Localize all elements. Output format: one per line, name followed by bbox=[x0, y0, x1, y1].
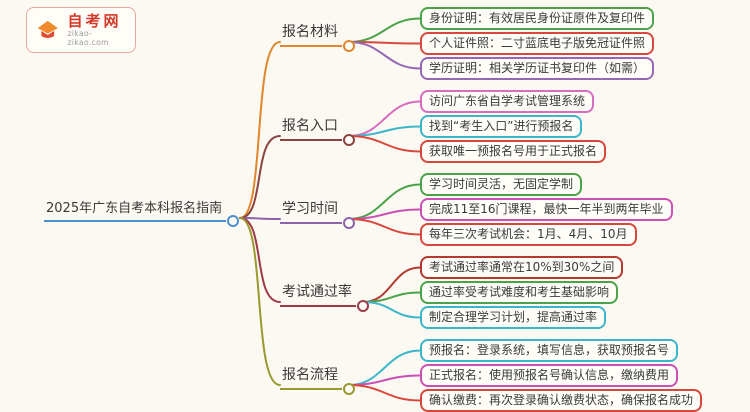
connector-branch3-leaf2 bbox=[348, 208, 421, 220]
logo-text: 自考网 zikao-zikao.com bbox=[67, 11, 128, 48]
leaf-node-pass-rate-1[interactable]: 考试通过率通常在10%到30%之间 bbox=[420, 256, 624, 279]
leaf-node-pass-rate-3[interactable]: 制定合理学习计划，提高通过率 bbox=[420, 306, 607, 329]
branch-label: 学习时间 bbox=[282, 201, 338, 217]
leaf-node-study-time-1[interactable]: 学习时间灵活，无固定学制 bbox=[420, 173, 583, 196]
connector-branch1-leaf3 bbox=[348, 41, 421, 70]
leaf-node-entry-1[interactable]: 访问广东省自学考试管理系统 bbox=[420, 90, 595, 113]
branch-node-process[interactable]: 报名流程 bbox=[280, 364, 355, 395]
root-node[interactable]: 2025年广东自考本科报名指南 bbox=[44, 197, 240, 227]
leaf-node-study-time-3[interactable]: 每年三次考试机会：1月、4月、10月 bbox=[420, 223, 637, 246]
leaf-node-entry-2[interactable]: 找到“考生入口”进行预报名 bbox=[420, 115, 583, 138]
connector-branch3-leaf3 bbox=[348, 218, 421, 236]
branch-node-pass-rate[interactable]: 考试通过率 bbox=[280, 281, 369, 312]
logo-title: 自考网 bbox=[67, 11, 122, 30]
branch-node-dot[interactable] bbox=[343, 217, 355, 229]
connector-branch2-leaf2 bbox=[348, 125, 421, 137]
branch-label: 报名入口 bbox=[282, 118, 338, 134]
connector-root-branch3 bbox=[239, 217, 281, 220]
logo-domain: zikao-zikao.com bbox=[67, 29, 109, 47]
connector-branch1-leaf1 bbox=[348, 17, 421, 43]
leaf-node-process-3[interactable]: 确认缴费：再次登录确认缴费状态，确保报名成功 bbox=[420, 389, 703, 412]
branch-label: 报名流程 bbox=[282, 367, 338, 383]
connector-branch1-leaf2 bbox=[348, 41, 421, 45]
leaf-node-pass-rate-2[interactable]: 通过率受考试难度和考生基础影响 bbox=[420, 281, 619, 304]
site-logo[interactable]: 自考网 zikao-zikao.com bbox=[26, 7, 136, 53]
connector-root-branch2 bbox=[239, 135, 281, 219]
connector-root-branch5 bbox=[239, 217, 281, 386]
leaf-node-materials-3[interactable]: 学历证明：相关学历证书复印件（如需） bbox=[420, 57, 655, 80]
branch-node-dot[interactable] bbox=[343, 40, 355, 52]
branch-node-dot[interactable] bbox=[343, 383, 355, 395]
branch-label: 报名材料 bbox=[282, 24, 338, 40]
connector-branch5-leaf2 bbox=[348, 374, 421, 386]
connector-root-branch4 bbox=[239, 217, 281, 303]
connector-branch2-leaf3 bbox=[348, 135, 421, 153]
branch-node-study-time[interactable]: 学习时间 bbox=[280, 198, 355, 229]
connector-branch3-leaf1 bbox=[348, 183, 421, 220]
leaf-node-materials-1[interactable]: 身份证明：有效居民身份证原件及复印件 bbox=[420, 7, 655, 30]
branch-label: 考试通过率 bbox=[282, 284, 352, 300]
logo-icon bbox=[37, 20, 58, 39]
branch-node-entry[interactable]: 报名入口 bbox=[280, 115, 355, 146]
root-node-dot[interactable] bbox=[227, 215, 240, 227]
connector-branch4-leaf2 bbox=[362, 291, 421, 303]
connector-branch5-leaf3 bbox=[348, 384, 421, 402]
connector-branch4-leaf1 bbox=[362, 266, 421, 303]
connector-branch2-leaf1 bbox=[348, 100, 421, 137]
branch-node-dot[interactable] bbox=[343, 134, 355, 146]
leaf-node-materials-2[interactable]: 个人证件照：二寸蓝底电子版免冠证件照 bbox=[420, 32, 655, 55]
leaf-node-process-1[interactable]: 预报名：登录系统，填写信息，获取预报名号 bbox=[420, 339, 679, 362]
connector-root-branch1 bbox=[239, 41, 281, 219]
branch-node-dot[interactable] bbox=[357, 300, 369, 312]
connector-branch4-leaf3 bbox=[362, 301, 421, 319]
leaf-node-entry-3[interactable]: 获取唯一预报名号用于正式报名 bbox=[420, 140, 607, 163]
root-label: 2025年广东自考本科报名指南 bbox=[46, 201, 223, 216]
branch-node-materials[interactable]: 报名材料 bbox=[280, 21, 355, 52]
leaf-node-process-2[interactable]: 正式报名：使用预报名号确认信息，缴纳费用 bbox=[420, 364, 679, 387]
connector-branch5-leaf1 bbox=[348, 349, 421, 386]
leaf-node-study-time-2[interactable]: 完成11至16门课程，最快一年半到两年毕业 bbox=[420, 198, 673, 221]
